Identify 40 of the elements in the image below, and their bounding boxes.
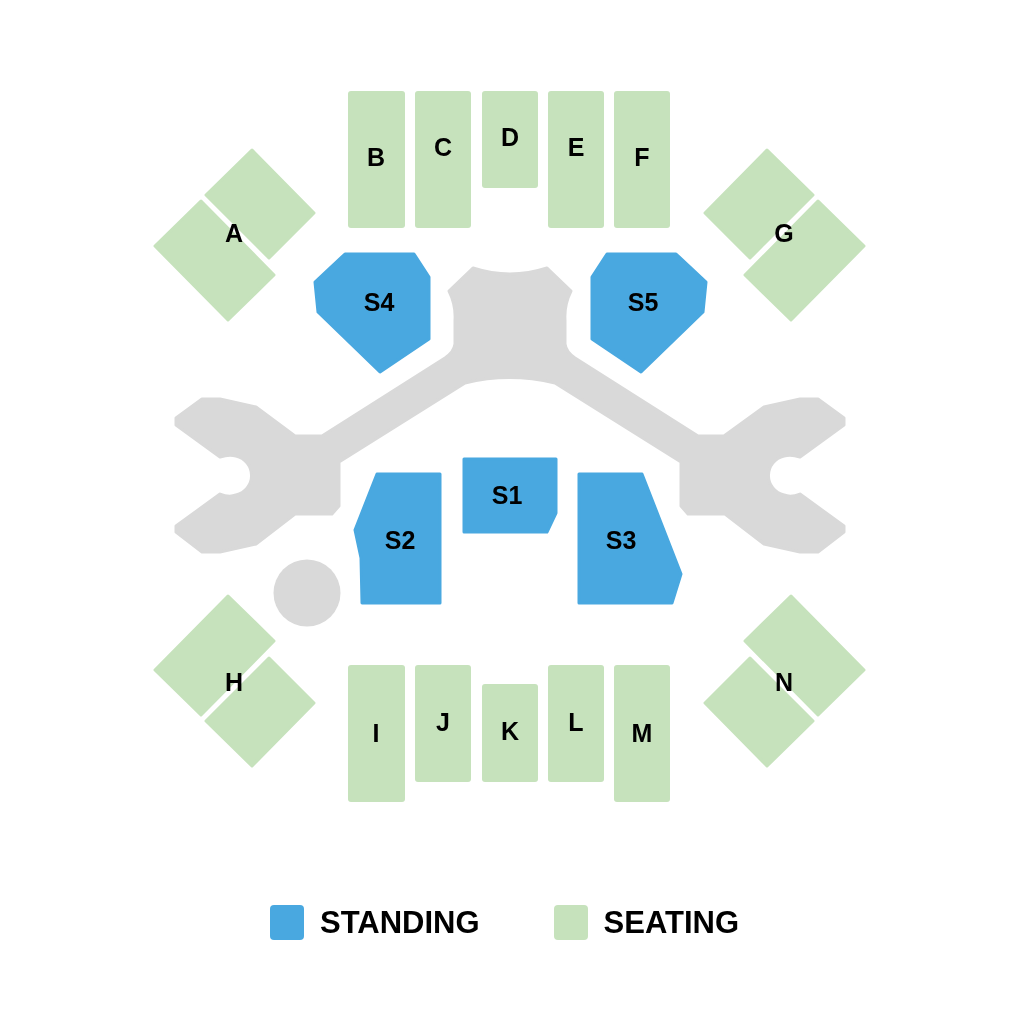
section-label: S1 [491,482,523,508]
standing-area [590,252,708,374]
seating-section [548,665,604,782]
section-label: A [224,220,244,246]
legend-label: SEATING [603,907,740,938]
seating-section [415,665,471,782]
section-label: N [774,669,794,695]
standing-area [577,472,683,605]
seating-section [548,91,604,228]
section-label: E [567,134,585,160]
section-label: S3 [605,527,637,553]
seating-section [153,148,316,322]
seating-section [614,665,670,802]
section-label: S5 [627,289,659,315]
section-label: C [433,134,453,160]
seating-section [153,594,316,768]
seating-section [482,684,538,782]
standing-area [353,472,442,605]
section-label: L [568,709,584,735]
section-label: J [436,709,450,735]
section-label: I [372,720,380,746]
section-label: G [774,220,794,246]
seating-section [482,91,538,188]
section-label: M [631,720,653,746]
legend-label: STANDING [320,907,480,938]
section-label: K [500,718,520,744]
section-label: F [634,144,650,170]
section-label: B [366,144,386,170]
standing-area [313,252,431,374]
seating-section [703,594,866,768]
section-label: H [224,669,244,695]
seating-section [614,91,670,228]
seating-section [348,91,405,228]
standing-area [462,457,558,534]
section-label: D [500,124,520,150]
section-label: S4 [363,289,395,315]
seating-section [348,665,405,802]
section-label: S2 [384,527,416,553]
seating-section [415,91,471,228]
seating-section [703,148,866,322]
